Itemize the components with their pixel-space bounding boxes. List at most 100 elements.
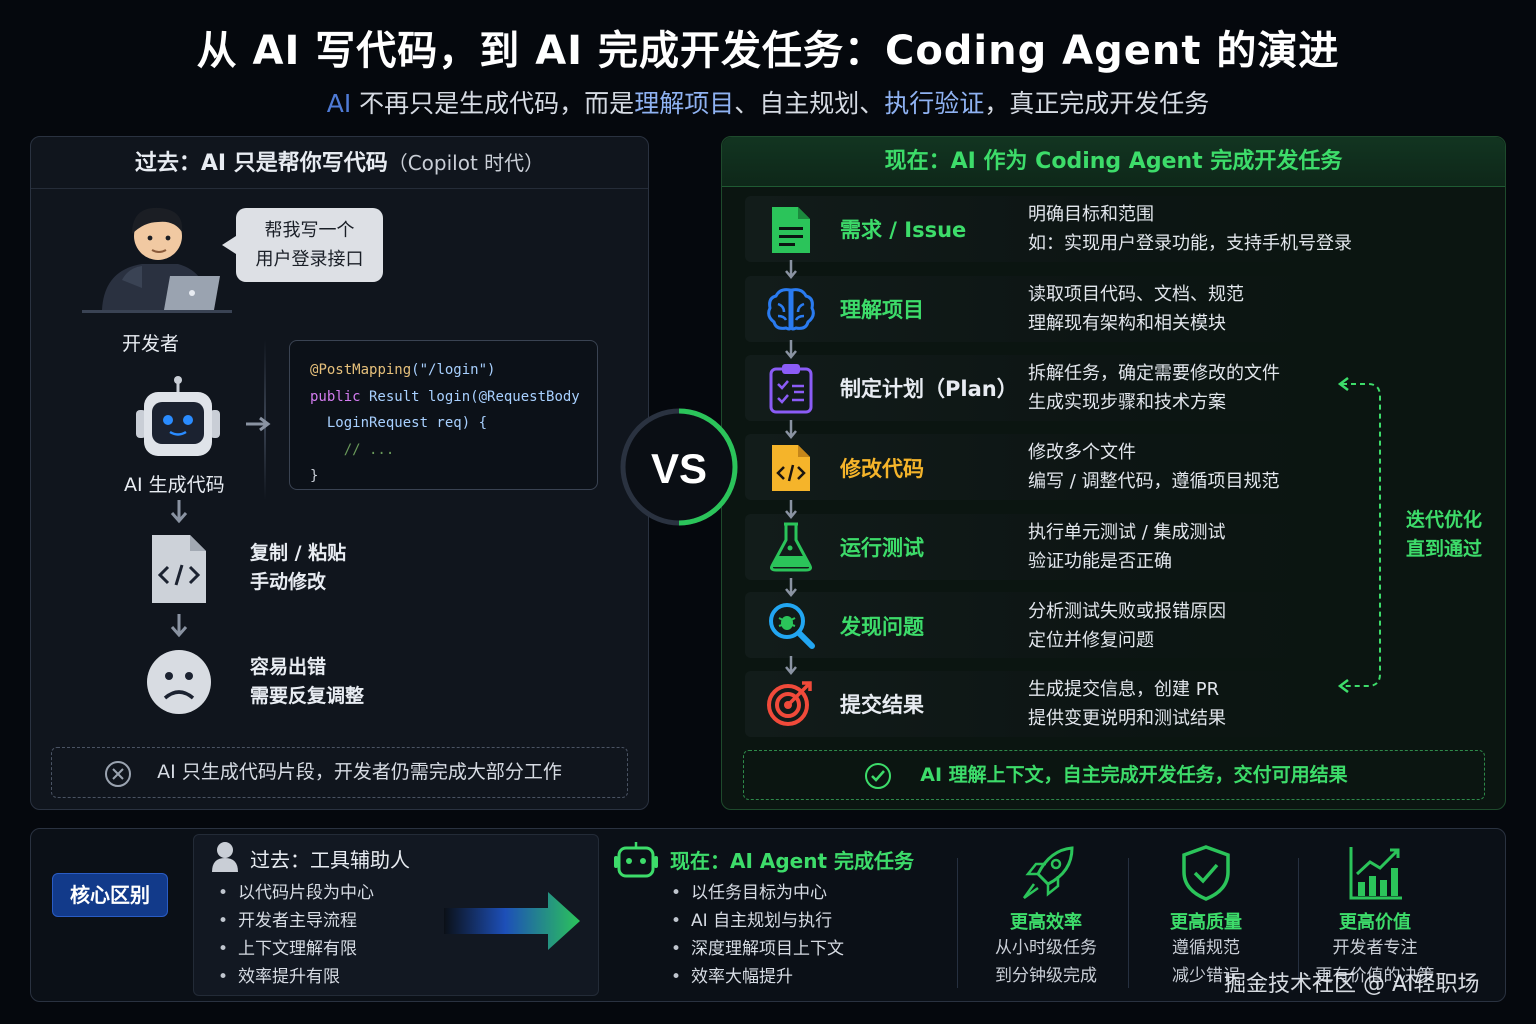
subtitle-highlight-2: 执行验证	[884, 89, 985, 118]
step-label-test: 运行测试	[840, 536, 924, 560]
step-desc-line: 修改多个文件	[1028, 442, 1136, 463]
iteration-note: 迭代优化 直到通过	[1396, 506, 1492, 564]
past-heading: 过去：AI 只是帮你写代码（Copilot 时代）	[31, 137, 648, 189]
watermark: 掘金技术社区 @ AI轻职场	[1224, 972, 1480, 997]
benefit-line: 开发者专注	[1332, 938, 1418, 958]
code-file-icon	[772, 445, 810, 491]
core-difference-badge: 核心区别	[52, 873, 168, 917]
step-desc-understand: 读取项目代码、文档、规范理解现有架构和相关模块	[1028, 280, 1244, 338]
iteration-line-2: 直到通过	[1405, 538, 1482, 560]
benefit-quality: 更高质量 遵循规范 减少错误	[1131, 908, 1281, 990]
step-desc-line: 提供变更说明和测试结果	[1028, 708, 1226, 729]
robot-icon	[614, 842, 658, 878]
arrow-down-icon	[170, 500, 188, 524]
code-line-3: LoginRequest req) {	[310, 415, 488, 431]
step-desc-line: 明确目标和范围	[1028, 204, 1154, 225]
step-desc-line: 执行单元测试 / 集成测试	[1028, 522, 1226, 543]
subtitle-part-2: 、自主规划、	[734, 89, 885, 118]
step-desc-test: 执行单元测试 / 集成测试验证功能是否正确	[1028, 518, 1226, 576]
step-arrows	[785, 260, 797, 675]
bubble-line-2: 用户登录接口	[255, 249, 364, 270]
copy-paste-line-2: 手动修改	[250, 571, 327, 593]
arrow-right-icon	[246, 416, 271, 432]
code-line-2: public Result login(@RequestBody	[310, 388, 580, 405]
benefit-title: 更高质量	[1170, 912, 1242, 933]
vs-badge: VS	[620, 408, 738, 526]
step-desc-line: 理解现有架构和相关模块	[1028, 313, 1226, 334]
page-subtitle: AI 不再只是生成代码，而是理解项目、自主规划、执行验证，真正完成开发任务	[0, 84, 1536, 120]
step-row-requirement	[745, 196, 1315, 262]
list-item: AI 自主规划与执行	[671, 907, 844, 935]
list-item: 效率提升有限	[218, 963, 374, 991]
check-circle-icon	[865, 763, 891, 789]
step-desc-plan: 拆解任务，确定需要修改的文件生成实现步骤和技术方案	[1028, 359, 1280, 417]
list-item: 以代码片段为中心	[218, 879, 374, 907]
developer-icon	[82, 207, 232, 313]
transition-arrow-icon	[444, 892, 580, 950]
benefit-line: 到分钟级完成	[995, 966, 1097, 986]
page-title: 从 AI 写代码，到 AI 完成开发任务：Coding Agent 的演进	[196, 28, 1340, 74]
past-summary-list: 以代码片段为中心 开发者主导流程 上下文理解有限 效率提升有限	[218, 879, 374, 991]
step-label-code: 修改代码	[840, 457, 924, 481]
target-icon	[767, 681, 812, 726]
step-desc-line: 编写 / 调整代码，遵循项目规范	[1028, 471, 1280, 492]
present-footer: AI 理解上下文，自主完成开发任务，交付可用结果	[743, 750, 1485, 800]
clipboard-icon	[769, 364, 813, 414]
benefit-efficiency: 更高效率 从小时级任务 到分钟级完成	[971, 908, 1121, 990]
error-prone-step: 容易出错 需要反复调整	[250, 653, 364, 711]
bubble-line-1: 帮我写一个	[264, 220, 355, 241]
bubble-tail	[222, 236, 236, 254]
now-summary-title: 现在：AI Agent 完成任务	[670, 849, 915, 873]
code-line-1: @PostMapping("/login")	[310, 362, 496, 378]
vs-text: VS	[651, 445, 707, 492]
copy-paste-line-1: 复制 / 粘贴	[250, 542, 347, 564]
benefit-line: 遵循规范	[1172, 938, 1240, 958]
magnifier-bug-icon	[769, 603, 815, 649]
code-file-icon	[152, 535, 206, 603]
subtitle-ai: AI	[326, 89, 352, 118]
benefit-value: 更高价值 开发者专注 更有价值的决策	[1300, 908, 1450, 990]
step-row-test	[745, 514, 1315, 580]
past-heading-text: 过去：AI 只是帮你写代码	[134, 151, 388, 176]
step-label-requirement: 需求 / Issue	[840, 218, 967, 242]
code-line-4: // ...	[310, 441, 395, 458]
error-prone-line-1: 容易出错	[250, 656, 327, 678]
code-snippet: @PostMapping("/login") public Result log…	[289, 340, 598, 490]
developer-label: 开发者	[122, 333, 180, 355]
iteration-loop-icon	[1337, 377, 1381, 693]
list-item: 开发者主导流程	[218, 907, 374, 935]
step-desc-line: 定位并修复问题	[1028, 630, 1154, 651]
step-desc-requirement: 明确目标和范围如：实现用户登录功能，支持手机号登录	[1028, 200, 1352, 258]
step-label-understand: 理解项目	[840, 298, 924, 322]
step-desc-line: 分析测试失败或报错原因	[1028, 601, 1226, 622]
step-label-debug: 发现问题	[840, 615, 924, 639]
list-item: 以任务目标为中心	[671, 879, 844, 907]
step-row-understand	[745, 276, 1315, 342]
past-footer: AI 只生成代码片段，开发者仍需完成大部分工作	[51, 747, 628, 798]
sad-face-icon	[147, 650, 211, 714]
user-icon	[212, 842, 238, 872]
step-desc-line: 如：实现用户登录功能，支持手机号登录	[1028, 233, 1352, 254]
brain-icon	[767, 288, 815, 331]
divider	[957, 858, 958, 988]
copy-paste-step: 复制 / 粘贴 手动修改	[250, 539, 346, 597]
step-desc-code: 修改多个文件编写 / 调整代码，遵循项目规范	[1028, 438, 1280, 496]
subtitle-highlight-1: 理解项目	[634, 89, 735, 118]
list-item: 效率大幅提升	[671, 963, 844, 991]
step-row-plan	[745, 355, 1315, 421]
document-icon	[772, 207, 810, 253]
benefit-title: 更高价值	[1339, 912, 1411, 933]
iteration-line-1: 迭代优化	[1405, 509, 1482, 531]
step-label-plan: 制定计划（Plan）	[840, 377, 1018, 401]
growth-chart-icon	[1349, 847, 1402, 900]
step-row-debug	[745, 592, 1315, 658]
step-row-code	[745, 434, 1315, 500]
step-desc-line: 读取项目代码、文档、规范	[1028, 284, 1244, 305]
step-desc-line: 拆解任务，确定需要修改的文件	[1028, 363, 1280, 384]
ai-generate-label: AI 生成代码	[124, 474, 225, 496]
divider	[1298, 858, 1299, 988]
now-summary-list: 以任务目标为中心 AI 自主规划与执行 深度理解项目上下文 效率大幅提升	[671, 879, 844, 991]
present-footer-text: AI 理解上下文，自主完成开发任务，交付可用结果	[920, 764, 1348, 786]
step-label-submit: 提交结果	[840, 693, 924, 717]
